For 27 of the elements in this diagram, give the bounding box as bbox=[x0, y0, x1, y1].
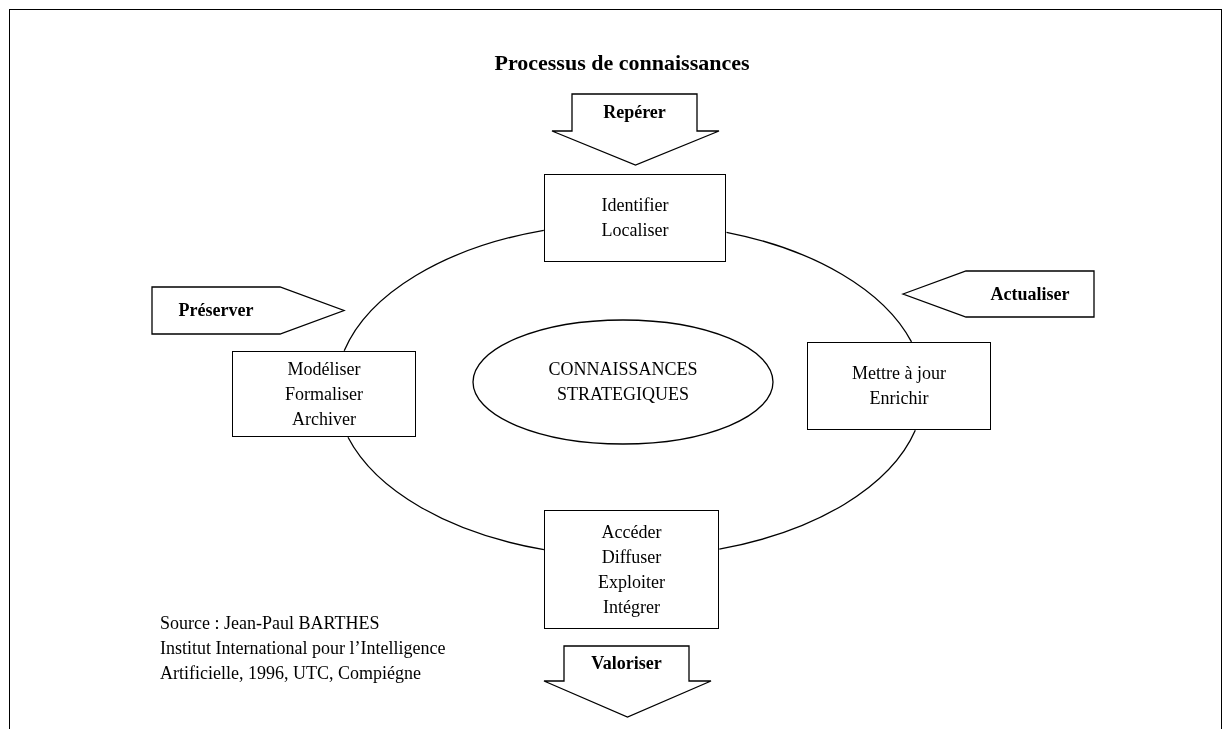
process-box bbox=[544, 510, 719, 629]
process-box bbox=[807, 342, 991, 430]
ellipse-text: CONNAISSANCES STRATEGIQUES bbox=[547, 358, 699, 406]
source-note: Source : Jean-Paul BARTHES bbox=[160, 612, 381, 635]
box-text: Formaliser bbox=[285, 382, 363, 406]
box-text: Exploiter bbox=[598, 570, 665, 594]
box-text: Mettre à jour bbox=[852, 362, 946, 385]
cycle-arc bbox=[347, 436, 545, 551]
arrow-label: Valoriser bbox=[591, 652, 662, 675]
box-text: Modéliser bbox=[287, 357, 361, 381]
box-text: Enrichir bbox=[869, 387, 929, 410]
cycle-arc bbox=[343, 229, 545, 352]
box-text: Accéder bbox=[601, 520, 662, 544]
box-text: Localiser bbox=[601, 219, 669, 242]
box-text: Archiver bbox=[292, 407, 356, 431]
cycle-arc bbox=[725, 231, 913, 343]
process-box bbox=[544, 174, 726, 262]
arrow-label: Repérer bbox=[603, 101, 666, 124]
source-note: Institut International pour l’Intelligence Artificielle, 1996, UTC, Compiégne bbox=[160, 637, 447, 685]
box-text: Identifier bbox=[601, 194, 669, 217]
diagram-title: Processus de connaissances bbox=[493, 50, 751, 75]
box-text: Diffuser bbox=[601, 545, 662, 569]
process-box bbox=[232, 351, 416, 437]
box-text: Intégrer bbox=[603, 595, 660, 619]
arrow-label: Actualiser bbox=[990, 282, 1070, 306]
cycle-arc bbox=[718, 429, 916, 550]
arrow-label: Préserver bbox=[178, 299, 254, 322]
